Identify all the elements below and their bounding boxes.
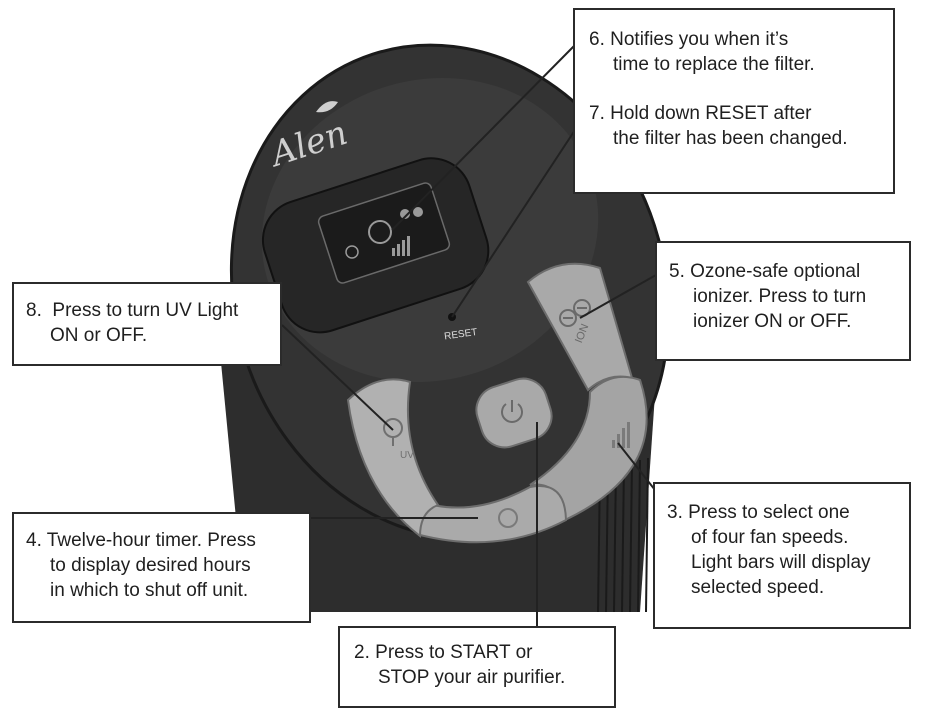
- uv-bulb-icon: [383, 418, 403, 446]
- leader-line-5: [579, 274, 657, 319]
- leader-line-8: [281, 324, 394, 431]
- callout-7-line-1: 7. Hold down RESET after: [589, 103, 812, 124]
- callout-2-line-1: 2. Press to START or: [354, 642, 533, 663]
- power-button[interactable]: [470, 372, 558, 453]
- leader-line-7: [451, 129, 576, 318]
- callout-4-line-2: to display desired hours: [50, 555, 251, 576]
- timer-button[interactable]: [413, 485, 568, 544]
- ionizer-button[interactable]: [526, 262, 634, 392]
- timer-icon: [498, 508, 518, 528]
- callout-3-number: 3.: [667, 502, 683, 523]
- callout-3-line-4: selected speed.: [691, 577, 825, 598]
- filter-indicator-icon: [400, 209, 410, 219]
- callout-4-line-1: 4. Twelve-hour timer. Press: [26, 530, 256, 551]
- leader-line-6: [391, 44, 576, 231]
- callout-filter-reset: 6. Notifies you when it’s time to replac…: [573, 8, 895, 194]
- reset-label: RESET: [444, 327, 479, 343]
- callout-6-line-2: time to replace the filter.: [613, 54, 815, 75]
- leader-line-3: [617, 442, 656, 491]
- grille-stripes: [597, 457, 649, 613]
- timer-display-icon: [413, 207, 423, 217]
- callout-uv-light: 8. Press to turn UV Light ON or OFF.: [12, 282, 282, 366]
- callout-ionizer: 5. Ozone-safe optional ionizer. Press to…: [655, 241, 911, 361]
- callout-3-line-2: of four fan speeds.: [691, 527, 849, 548]
- fan-speed-button[interactable]: [529, 376, 648, 522]
- leader-lines: [281, 44, 657, 626]
- callout-3-line-3: Light bars will display: [691, 552, 871, 573]
- power-icon: [501, 400, 523, 423]
- uv-light-indicator-icon: [345, 245, 359, 259]
- leaf-icon: [316, 101, 338, 113]
- fan-speed-bars-icon: [612, 422, 630, 448]
- callout-2-number: 2.: [354, 642, 370, 663]
- callout-8-number: 8.: [26, 300, 42, 321]
- callout-5-line-2: ionizer. Press to turn: [693, 286, 867, 307]
- callout-6-line-1: 6. Notifies you when it’s: [589, 29, 789, 50]
- callout-5-line-1: 5. Ozone-safe optional: [669, 261, 861, 282]
- callout-4-number: 4.: [26, 530, 42, 551]
- callout-fan-speed: 3. Press to select one of four fan speed…: [653, 482, 911, 629]
- callout-7-number: 7.: [589, 103, 605, 124]
- callout-4-line-3: in which to shut off unit.: [50, 580, 249, 601]
- callout-8-line-2: ON or OFF.: [50, 325, 148, 346]
- fan-symbol-icon: [368, 220, 392, 244]
- callout-5-line-3: ionizer ON or OFF.: [693, 311, 852, 332]
- speed-bars-icon: [392, 236, 410, 256]
- callout-7-line-2: the filter has been changed.: [613, 128, 848, 149]
- callout-2-line-2: STOP your air purifier.: [378, 667, 566, 688]
- uv-light-button[interactable]: [346, 378, 440, 539]
- callout-power: 2. Press to START or STOP your air purif…: [338, 626, 616, 708]
- callout-8-line-1: 8. Press to turn UV Light: [26, 300, 239, 321]
- callout-5-number: 5.: [669, 261, 685, 282]
- callout-timer: 4. Twelve-hour timer. Press to display d…: [12, 512, 311, 623]
- callout-6-number: 6.: [589, 29, 605, 50]
- uv-label: UV: [400, 450, 414, 461]
- callout-3-line-1: 3. Press to select one: [667, 502, 850, 523]
